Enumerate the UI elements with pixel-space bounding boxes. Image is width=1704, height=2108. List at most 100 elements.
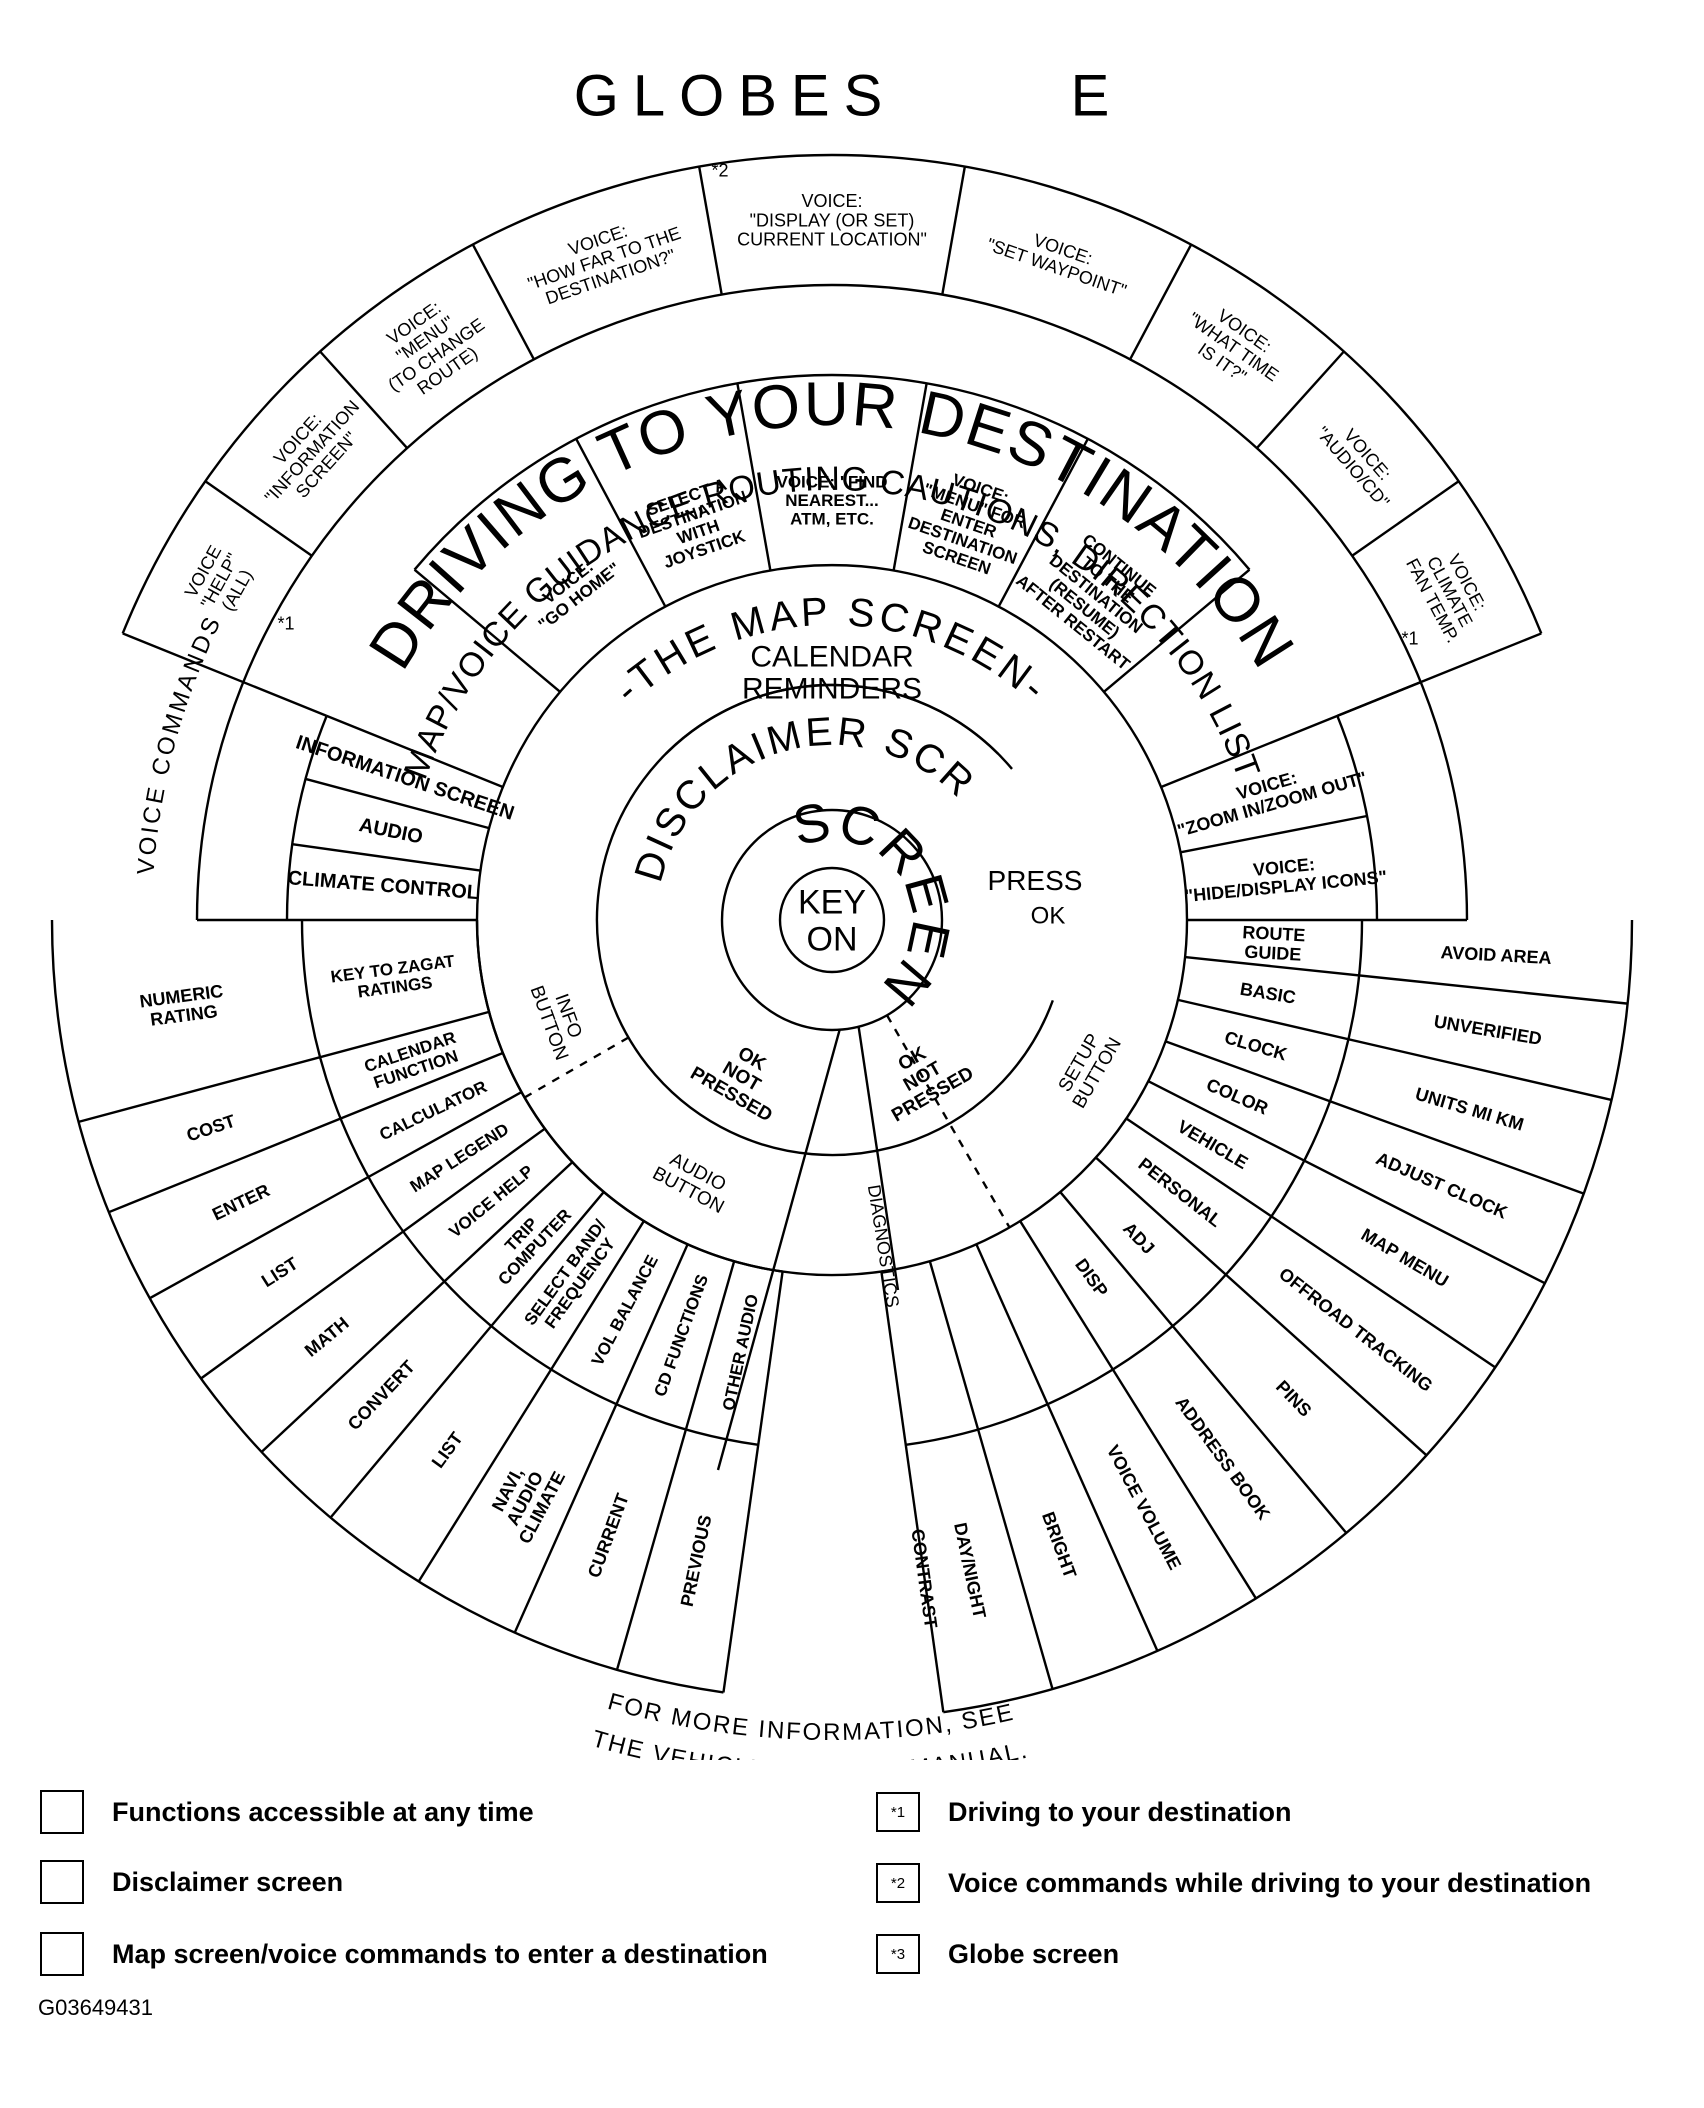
star1-left: *1 (277, 613, 294, 633)
right-upper-icons: VOICE:"HIDE/DISPLAY ICONS" (1182, 847, 1388, 906)
left-lower-outer-4: MATH (301, 1313, 353, 1361)
diagnostics-label: DIAGNOSTICS (864, 1183, 903, 1309)
legend-key-globe: *3 (876, 1934, 920, 1974)
right-lower-divider-3 (1147, 1080, 1546, 1285)
right-lower-divider-10 (880, 1271, 945, 1713)
voice-command-4-line: "DISPLAY (OR SET) (750, 210, 915, 230)
voice-edge-0 (122, 632, 328, 717)
right-lower-outer-5-line: OFFROAD TRACKING (1275, 1264, 1436, 1396)
legend-swatch-disclaimer (40, 1860, 84, 1904)
right-lower-divider-0 (1184, 955, 1628, 1005)
left-lower-outer-6-line: LIST (428, 1428, 467, 1471)
left-upper-divider-0 (305, 777, 490, 830)
right-lower-divider-9 (928, 1260, 1054, 1690)
right-lower-divider-6 (1059, 1191, 1348, 1534)
legend-item-disclaimer: Disclaimer screen (40, 1860, 343, 1904)
disclaimer-ring-lower-right (595, 683, 1054, 1157)
audio-button-label: AUDIOBUTTON (649, 1145, 737, 1218)
key-on-label-line: KEY (798, 884, 866, 922)
right-lower-inner-arc (881, 919, 1189, 1273)
voice-divider-3 (697, 166, 723, 295)
star1-right: *1 (1401, 628, 1418, 648)
left-lower-outer-2: ENTER (209, 1180, 273, 1224)
right-lower-inner-4: VEHICLE (1174, 1116, 1251, 1173)
left-lower-outer-7: NAVI,AUDIOCLIMATE (480, 1450, 569, 1547)
screen-ring-boundary (720, 808, 944, 1032)
left-lower-outer-0: NUMERICRATING (138, 981, 226, 1031)
diagnostics-wedge-right (857, 1026, 900, 1291)
diagram-title-left: GLOBES (574, 63, 897, 128)
voice-commands-label: VOICE COMMANDS (132, 611, 227, 876)
right-lower-inner-5-line: PERSONAL (1135, 1154, 1226, 1231)
voice-ring-outer (121, 153, 1543, 634)
voice-divider-2 (471, 243, 535, 360)
left-lower-divider-2 (149, 1091, 523, 1300)
left-lower-inner-9: OTHER AUDIO (719, 1293, 762, 1413)
left-lower-outer-arc (50, 919, 724, 1694)
left-lower-outer-6: LIST (428, 1428, 467, 1471)
left-lower-divider-3 (200, 1127, 546, 1380)
diagram-title-left-line: GLOBES (574, 63, 897, 128)
press-label: PRESS (988, 865, 1083, 896)
right-lower-outer-2: UNITS MI KM (1413, 1084, 1526, 1135)
left-lower-outer-8-line: CURRENT (584, 1491, 633, 1581)
left-lower-outer-5-line: CONVERT (344, 1357, 419, 1435)
legend-swatch-functions (40, 1790, 84, 1834)
destination-option-2-line: NEAREST... (785, 491, 879, 510)
right-lower-outer-0-line: AVOID AREA (1440, 942, 1552, 968)
right-lower-inner-6: ADJ (1119, 1218, 1158, 1258)
figure-id: G03649431 (38, 1995, 153, 2020)
left-lower-outer-3: LIST (258, 1253, 302, 1291)
legend-item-functions: Functions accessible at any time (40, 1790, 534, 1834)
right-upper-top (1160, 714, 1338, 789)
left-lower-divider-7 (513, 1243, 689, 1634)
left-upper-top (326, 714, 504, 789)
right-lower-outer-6-line: PINS (1272, 1377, 1316, 1421)
destination-divider-2 (736, 383, 772, 571)
outer-ring-upper (195, 283, 1469, 921)
left-lower-divider-8 (615, 1260, 736, 1671)
left-lower-outer-8: CURRENT (584, 1491, 633, 1581)
left-lower-divider-9 (722, 1271, 784, 1693)
left-upper-item-2-line: CLIMATE CONTROL (287, 867, 480, 904)
star1-right-line: *1 (1401, 628, 1418, 648)
left-lower-outer-1-line: COST (184, 1111, 238, 1146)
legend-swatch-map-screen (40, 1932, 84, 1976)
right-lower-inner-0: ROUTEGUIDE (1241, 922, 1306, 965)
right-lower-divider-5 (1095, 1156, 1428, 1457)
press-ok-label-line: OK (1031, 902, 1066, 929)
left-lower-inner-arc (475, 919, 783, 1273)
right-lower-inner-0-line: ROUTE (1242, 922, 1306, 945)
left-lower-divider-5 (329, 1191, 605, 1519)
destination-divider-0 (997, 438, 1089, 608)
right-lower-outer-9: BRIGHT (1038, 1509, 1080, 1581)
more-info-line1: FOR MORE INFORMATION, SEE (605, 1688, 1017, 1746)
right-lower-outer-1: UNVERIFIED (1432, 1011, 1543, 1049)
right-lower-inner-2-line: CLOCK (1222, 1027, 1289, 1064)
right-lower-outer-7: ADDRESS BOOK (1171, 1393, 1274, 1524)
right-lower-outer-10-line: DAY/NIGHT (950, 1521, 990, 1620)
legend-text-voice-driving: Voice commands while driving to your des… (948, 1867, 1592, 1898)
right-lower-inner-1: BASIC (1239, 979, 1298, 1008)
right-lower-outer-9-line: BRIGHT (1038, 1509, 1080, 1581)
legend-key-driving: *1 (876, 1792, 920, 1832)
voice-command-4-line: VOICE: (801, 191, 862, 211)
star2-marker: *2 (711, 160, 728, 180)
map-ring-upper (475, 563, 1189, 921)
right-lower-outer-1-line: UNVERIFIED (1432, 1011, 1543, 1049)
right-lower-outer-11-line: CONTRAST (907, 1528, 941, 1630)
left-lower-inner-9-line: OTHER AUDIO (719, 1293, 762, 1413)
right-lower-outer-7-line: ADDRESS BOOK (1171, 1393, 1274, 1524)
right-lower-inner-3-line: COLOR (1203, 1074, 1271, 1118)
info-button-label: INFOBUTTON (526, 976, 592, 1063)
right-lower-inner-6-line: ADJ (1119, 1218, 1158, 1258)
voice-command-3: VOICE:"HOW FAR TO THEDESTINATION?" (519, 204, 690, 312)
legend-text-functions: Functions accessible at any time (112, 1796, 534, 1827)
disclaimer-title: THE DISCLAIMER SCREEN (0, 0, 984, 900)
left-upper-divider-1 (292, 842, 481, 872)
left-lower-inner-0: KEY TO ZAGATRATINGS (330, 951, 459, 1004)
voice-commands-label-textpath: VOICE COMMANDS (132, 611, 224, 876)
voice-right-edge (1336, 681, 1422, 717)
map-ring-lower (475, 919, 894, 1277)
